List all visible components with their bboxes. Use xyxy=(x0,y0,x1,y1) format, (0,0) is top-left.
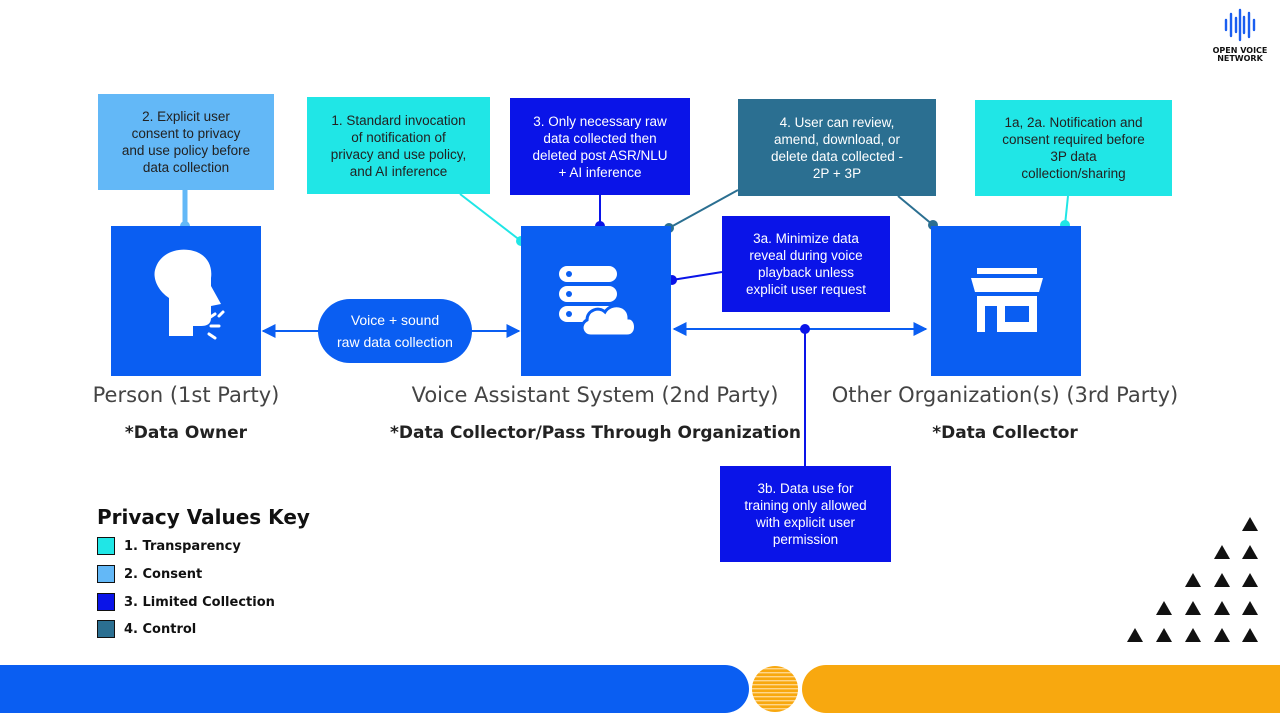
person-party-label: Person (1st Party) xyxy=(92,383,280,407)
connector-minimize xyxy=(671,271,723,281)
footer-blue-bar xyxy=(0,665,749,713)
triangle-icon xyxy=(1242,545,1258,559)
connector-control-2p xyxy=(668,189,739,229)
assistant-role-label: *Data Collector/Pass Through Organizatio… xyxy=(390,423,801,443)
logo-text-line1: OPEN VOICE xyxy=(1212,46,1268,55)
privacy-key-title: Privacy Values Key xyxy=(97,505,310,529)
triangle-icon xyxy=(1242,628,1258,642)
key-label-control: 4. Control xyxy=(124,621,197,637)
storefront-icon xyxy=(971,268,1043,332)
triangle-icon xyxy=(1214,545,1230,559)
note-training-permission: 3b. Data use for training only allowed w… xyxy=(720,466,891,562)
key-row-consent: 2. Consent xyxy=(97,565,202,583)
note-third-party-notice: 1a, 2a. Notification and consent require… xyxy=(975,100,1172,196)
person-role-label: *Data Owner xyxy=(124,423,248,443)
organization-party-label: Other Organization(s) (3rd Party) xyxy=(831,383,1179,407)
note-minimize-reveal: 3a. Minimize data reveal during voice pl… xyxy=(722,216,890,312)
flow-label: Voice + sound raw data collection xyxy=(318,299,472,363)
database-cloud-icon xyxy=(559,266,637,338)
open-voice-network-logo xyxy=(1224,8,1256,42)
logo-text-line2: NETWORK xyxy=(1217,54,1263,63)
note-limited-collection: 3. Only necessary raw data collected the… xyxy=(510,98,690,195)
connector-transparency xyxy=(459,193,522,242)
key-row-limited: 3. Limited Collection xyxy=(97,593,275,611)
triangle-icon xyxy=(1214,573,1230,587)
key-row-control: 4. Control xyxy=(97,620,196,638)
triangle-icon xyxy=(1156,601,1172,615)
triangle-icon xyxy=(1127,628,1143,642)
triangle-icon xyxy=(1242,573,1258,587)
triangle-icon xyxy=(1156,628,1172,642)
key-swatch-transparency xyxy=(97,537,115,555)
triangle-icon xyxy=(1185,628,1201,642)
decorative-triangles xyxy=(1127,517,1258,642)
triangle-icon xyxy=(1242,517,1258,531)
note-transparency: 1. Standard invocation of notification o… xyxy=(307,97,490,194)
key-label-transparency: 1. Transparency xyxy=(124,538,241,554)
organization-node xyxy=(931,226,1081,376)
person-node xyxy=(111,226,261,376)
assistant-node xyxy=(521,226,671,376)
footer-bars xyxy=(0,665,1280,713)
key-label-consent: 2. Consent xyxy=(124,566,203,582)
triangle-icon xyxy=(1242,601,1258,615)
triangle-icon xyxy=(1185,601,1201,615)
key-label-limited: 3. Limited Collection xyxy=(124,594,275,610)
triangle-icon xyxy=(1214,628,1230,642)
note-control: 4. User can review, amend, download, or … xyxy=(738,99,936,196)
speaking-head-icon xyxy=(154,249,225,340)
note-consent: 2. Explicit user consent to privacy and … xyxy=(98,94,274,190)
key-swatch-control xyxy=(97,620,115,638)
key-row-transparency: 1. Transparency xyxy=(97,537,241,555)
key-swatch-consent xyxy=(97,565,115,583)
dot-training xyxy=(800,324,810,334)
organization-role-label: *Data Collector xyxy=(932,423,1078,443)
footer-orange-bar xyxy=(802,665,1280,713)
triangle-icon xyxy=(1185,573,1201,587)
connector-control-3p xyxy=(897,195,934,226)
triangle-icon xyxy=(1214,601,1230,615)
key-swatch-limited xyxy=(97,593,115,611)
assistant-party-label: Voice Assistant System (2nd Party) xyxy=(411,383,779,407)
footer-circle-accent xyxy=(752,666,798,712)
